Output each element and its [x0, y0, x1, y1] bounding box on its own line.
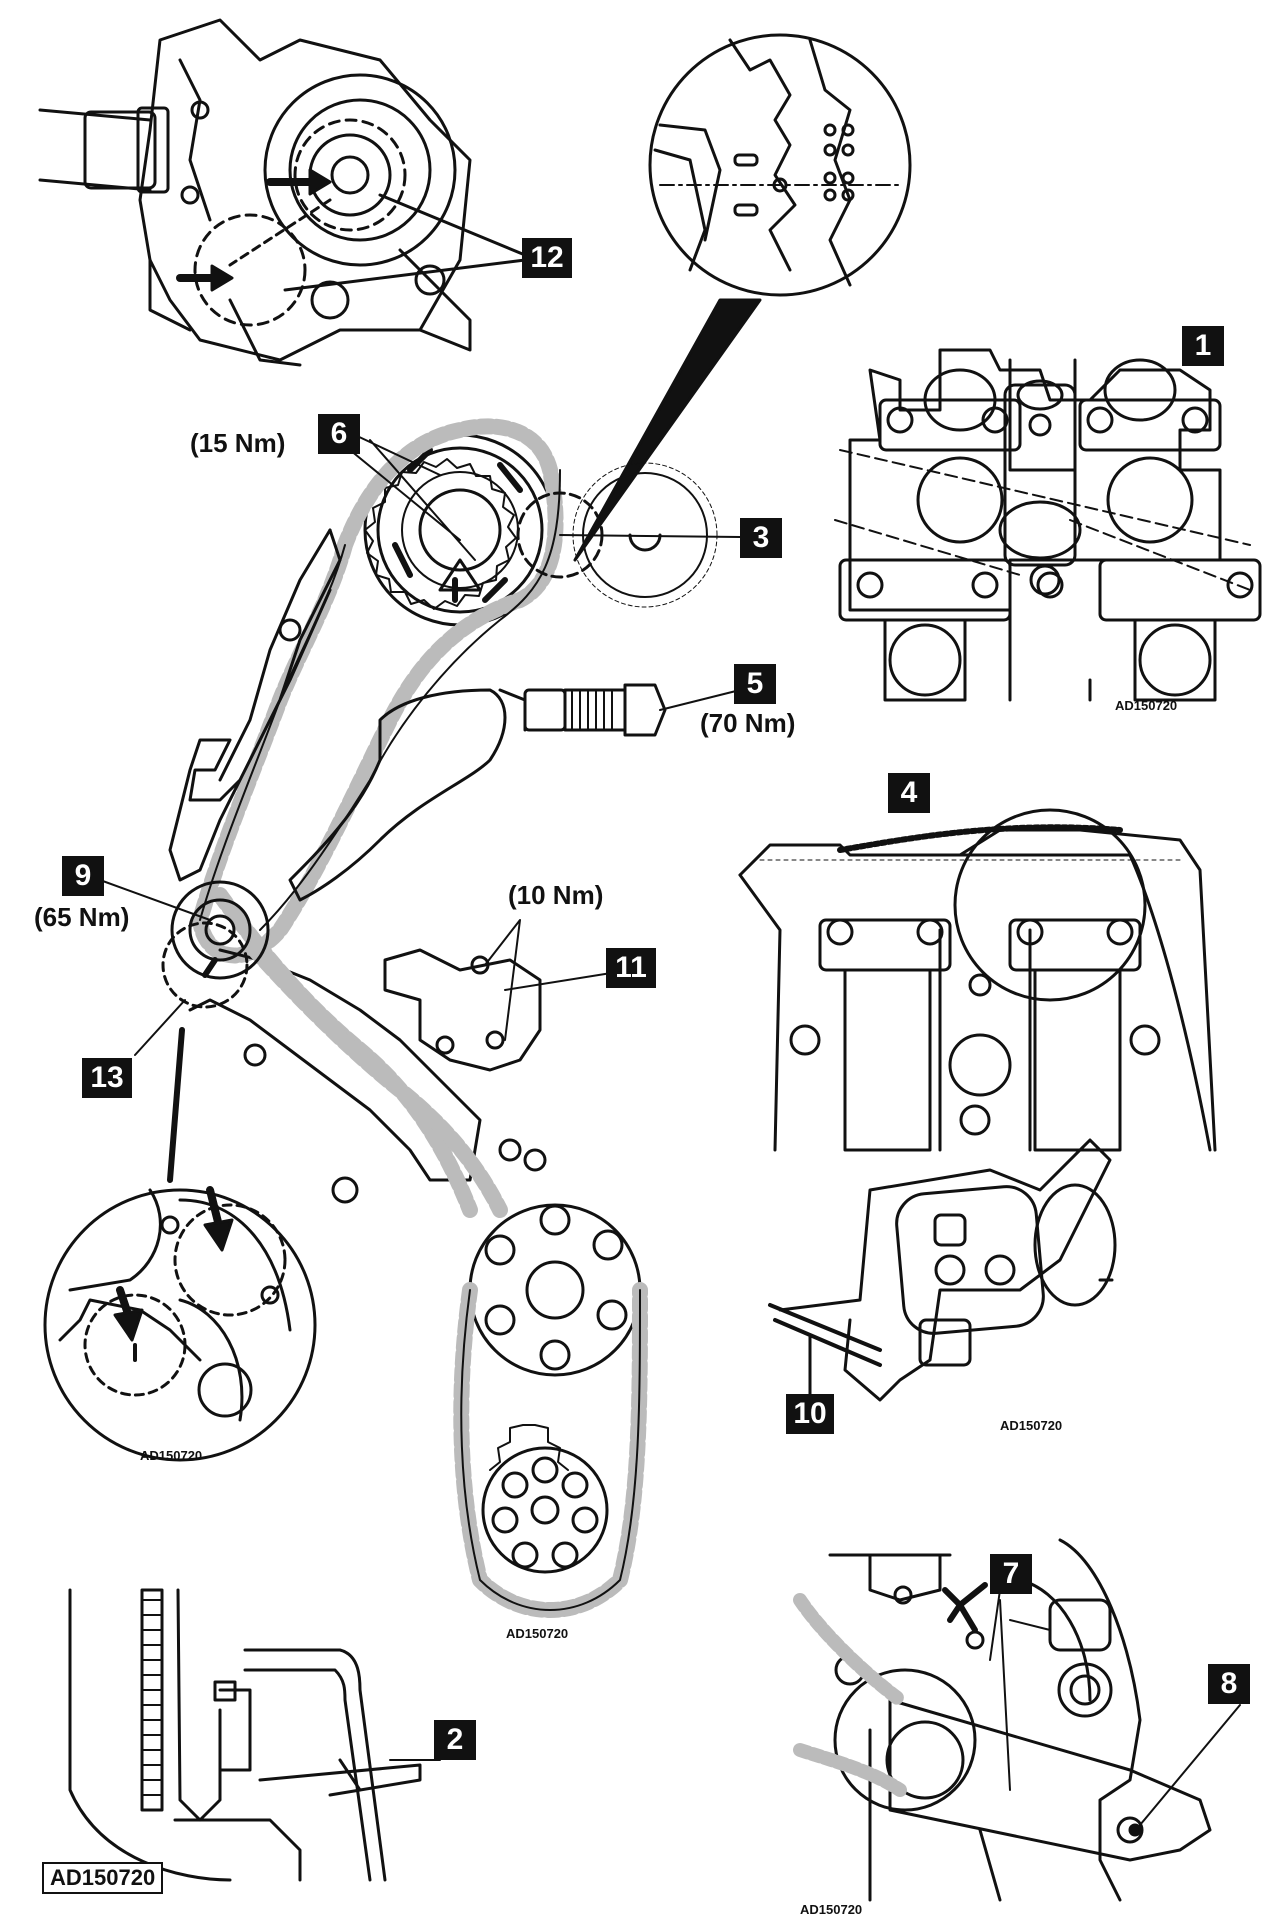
tensioner-pin-detail	[768, 1138, 1117, 1402]
ref-code-tensioner-pin: AD150720	[1000, 1418, 1063, 1433]
crankshaft-pulley-detail	[38, 18, 527, 367]
flywheel-locking-detail	[68, 1588, 441, 1882]
ref-code-guide-tool: AD150720	[800, 1902, 863, 1917]
camshaft-gear-magnified-detail	[573, 33, 912, 562]
tensioner-arm-detail	[793, 1538, 1241, 1902]
callout-8: 8	[1208, 1664, 1250, 1704]
ref-code-camshaft: AD150720	[1115, 698, 1178, 713]
callout-3: 3	[740, 518, 782, 558]
ref-code-main: AD150720	[506, 1626, 569, 1641]
callout-5: 5	[734, 664, 776, 704]
ref-code-crank-detail: AD150720	[140, 1448, 203, 1463]
torque-callout-5: (70 Nm)	[700, 708, 796, 738]
crank-mark-magnified-detail	[43, 1186, 317, 1462]
callout-4: 4	[888, 773, 930, 813]
callout-2: 2	[434, 1720, 476, 1760]
callout-12: 12	[522, 238, 572, 278]
callout-9: 9	[62, 856, 104, 896]
camshaft-caps-detail	[834, 348, 1262, 702]
timing-chain-drive	[99, 418, 741, 1618]
cylinder-head-detail	[738, 808, 1217, 1152]
torque-callout-11: (10 Nm)	[508, 880, 604, 910]
callout-7: 7	[990, 1554, 1032, 1594]
callout-1: 1	[1182, 326, 1224, 366]
callout-10: 10	[786, 1394, 834, 1434]
callout-6: 6	[318, 414, 360, 454]
torque-callout-6: (15 Nm)	[190, 428, 286, 458]
torque-callout-9: (65 Nm)	[34, 902, 130, 932]
callout-13: 13	[82, 1058, 132, 1098]
ref-code-corner: AD150720	[42, 1862, 164, 1894]
callout-11: 11	[606, 948, 656, 988]
